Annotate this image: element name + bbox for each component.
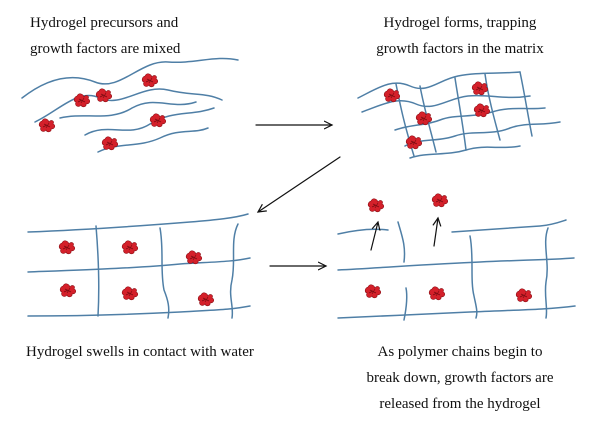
panel-2-hydrogel-formed [357,71,561,159]
polymer-chain [27,257,251,273]
growth-factor-icon [515,288,533,303]
polymer-chain [469,235,478,319]
growth-factor-icon [367,198,385,213]
polymer-chain [454,77,467,151]
growth-factor-icon [59,283,77,298]
caption-step2-line2: growth factors in the matrix [376,41,544,57]
growth-factor-icon [364,284,382,299]
growth-factor-icon [185,250,203,265]
release-arrow-icon [370,222,378,251]
caption-step4-line1: As polymer chains begin to [377,344,543,360]
polymer-chain [361,94,531,113]
panel-4-degradation-release [337,193,576,321]
caption-step3: Hydrogel swells in contact with water [26,339,254,365]
polymer-chain [27,305,251,317]
caption-step1-line1: Hydrogel precursors and [30,15,179,31]
polymer-chain [84,107,215,136]
growth-factor-icon [471,81,489,96]
caption-step3-line1: Hydrogel swells in contact with water [26,344,254,360]
polymer-chain [404,121,561,147]
polymer-chain [451,219,567,233]
polymer-chain [484,73,501,141]
polymer-chain [159,227,170,319]
growth-factor-icon [101,136,119,151]
caption-step2: Hydrogel forms, trapping growth factors … [350,10,570,62]
growth-factor-icon [428,286,446,301]
polymer-chain [394,107,546,131]
growth-factor-icon [197,292,215,307]
polymer-chain [403,287,408,321]
growth-factor-icon [73,93,91,108]
panel-3-swollen-hydrogel [27,213,251,319]
growth-factor-icon [58,240,76,255]
growth-factor-icon [121,286,139,301]
caption-step1-line2: growth factors are mixed [30,41,181,57]
growth-factor-icon [383,88,401,103]
polymer-chain [27,213,249,233]
polymer-chain [21,57,239,99]
polymer-chain [59,101,197,119]
growth-factor-icon [473,103,491,118]
polymer-chain [337,257,575,271]
panel-1-precursors [21,57,239,153]
growth-factor-icon [431,193,449,208]
polymer-chain [397,221,406,263]
polymer-chain [357,71,521,99]
polymer-chain [544,227,549,319]
growth-factor-icon [141,73,159,88]
release-arrow-icon [434,218,438,247]
polymer-chain [229,223,239,319]
arrow-step2-to-step3-icon [258,156,341,212]
growth-factor-icon [38,118,56,133]
polymer-chain [95,225,100,317]
polymer-chain [519,71,533,137]
growth-factor-icon [121,240,139,255]
polymer-chain [337,305,576,319]
caption-step4: As polymer chains begin to break down, g… [345,339,575,417]
caption-step4-line2: break down, growth factors are [366,370,554,386]
growth-factor-icon [149,113,167,128]
polymer-chain [34,88,223,123]
caption-step1: Hydrogel precursors and growth factors a… [30,10,180,62]
polymer-chain [337,228,389,235]
caption-step2-line1: Hydrogel forms, trapping [383,15,537,31]
caption-step4-line3: released from the hydrogel [379,396,541,412]
